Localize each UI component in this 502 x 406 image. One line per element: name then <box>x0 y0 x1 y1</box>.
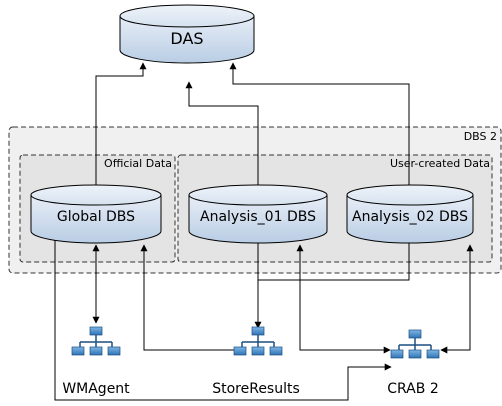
connector-analysis01-das <box>185 81 259 190</box>
connectors <box>54 62 474 401</box>
storeresults-label: StoreResults <box>212 381 300 397</box>
connector-analysis02-crab <box>440 244 474 354</box>
analysis02-dbs-database: Analysis_02 DBS <box>346 184 474 244</box>
wmagent-label: WMAgent <box>62 381 130 397</box>
connector-storeresults-global <box>140 244 244 351</box>
crab2-network-icon <box>390 329 440 359</box>
official-data-label: Official Data <box>104 157 172 170</box>
connector-analysis02-das <box>229 62 410 190</box>
crab2-label: CRAB 2 <box>387 381 438 397</box>
das-label: DAS <box>170 29 203 48</box>
analysis02-dbs-label: Analysis_02 DBS <box>352 209 468 225</box>
user-created-data-label: User-created Data <box>390 157 490 170</box>
analysis01-dbs-label: Analysis_01 DBS <box>200 209 316 225</box>
dbs2-label: DBS 2 <box>464 130 497 143</box>
connector-analysis01-crab <box>296 244 391 354</box>
storeresults-network-icon <box>233 326 283 356</box>
wmagent-network-icon <box>71 326 121 356</box>
global-dbs-label: Global DBS <box>57 209 135 225</box>
connector-global-das <box>95 62 147 190</box>
analysis01-dbs-database: Analysis_01 DBS <box>188 184 328 244</box>
das-database: DAS <box>119 4 255 64</box>
connector-global-crab <box>54 234 392 401</box>
global-dbs-database: Global DBS <box>30 184 162 244</box>
